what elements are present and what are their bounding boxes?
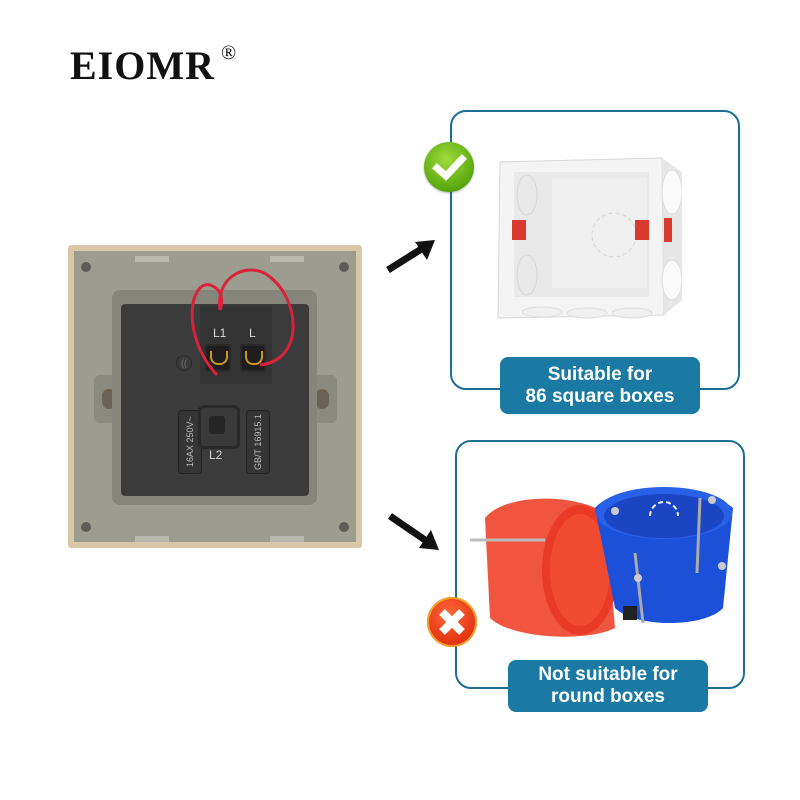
cross-icon [427,597,477,647]
suitable-label: Suitable for 86 square boxes [500,357,700,414]
not-suitable-label-line1: Not suitable for [538,664,678,685]
check-icon [424,142,474,192]
screw-hole [339,262,349,272]
screw-hole [81,522,91,532]
suitable-label-line2: 86 square boxes [525,385,675,407]
square-box-image [497,157,682,319]
not-suitable-label: Not suitable for round boxes [508,660,708,712]
panel-tab [135,256,169,262]
screw-hole [81,262,91,272]
arrow-down-right-icon [388,513,439,550]
arrow-up-right-icon [386,240,435,273]
terminal-l2 [198,405,240,449]
terminal-label-l1: L1 [213,326,227,340]
not-suitable-label-line2: round boxes [550,686,665,707]
standard-text: GB/T 16915.1 [246,410,270,474]
screw-hole [339,522,349,532]
panel-tab [135,536,169,542]
brand-name: EIOMR [70,43,215,88]
panel-tab [270,536,304,542]
terminal-l [240,344,266,372]
brand-logo: EIOMR ® [70,43,237,88]
terminal-label-l2: L2 [209,448,223,462]
panel-tab [270,256,304,262]
terminal-label-l: L [249,326,256,340]
registered-mark: ® [221,41,238,64]
red-wire [190,268,295,377]
suitable-label-line1: Suitable for [547,363,653,385]
round-boxes-image [470,487,733,637]
certification-mark-icon: (( [176,355,192,371]
